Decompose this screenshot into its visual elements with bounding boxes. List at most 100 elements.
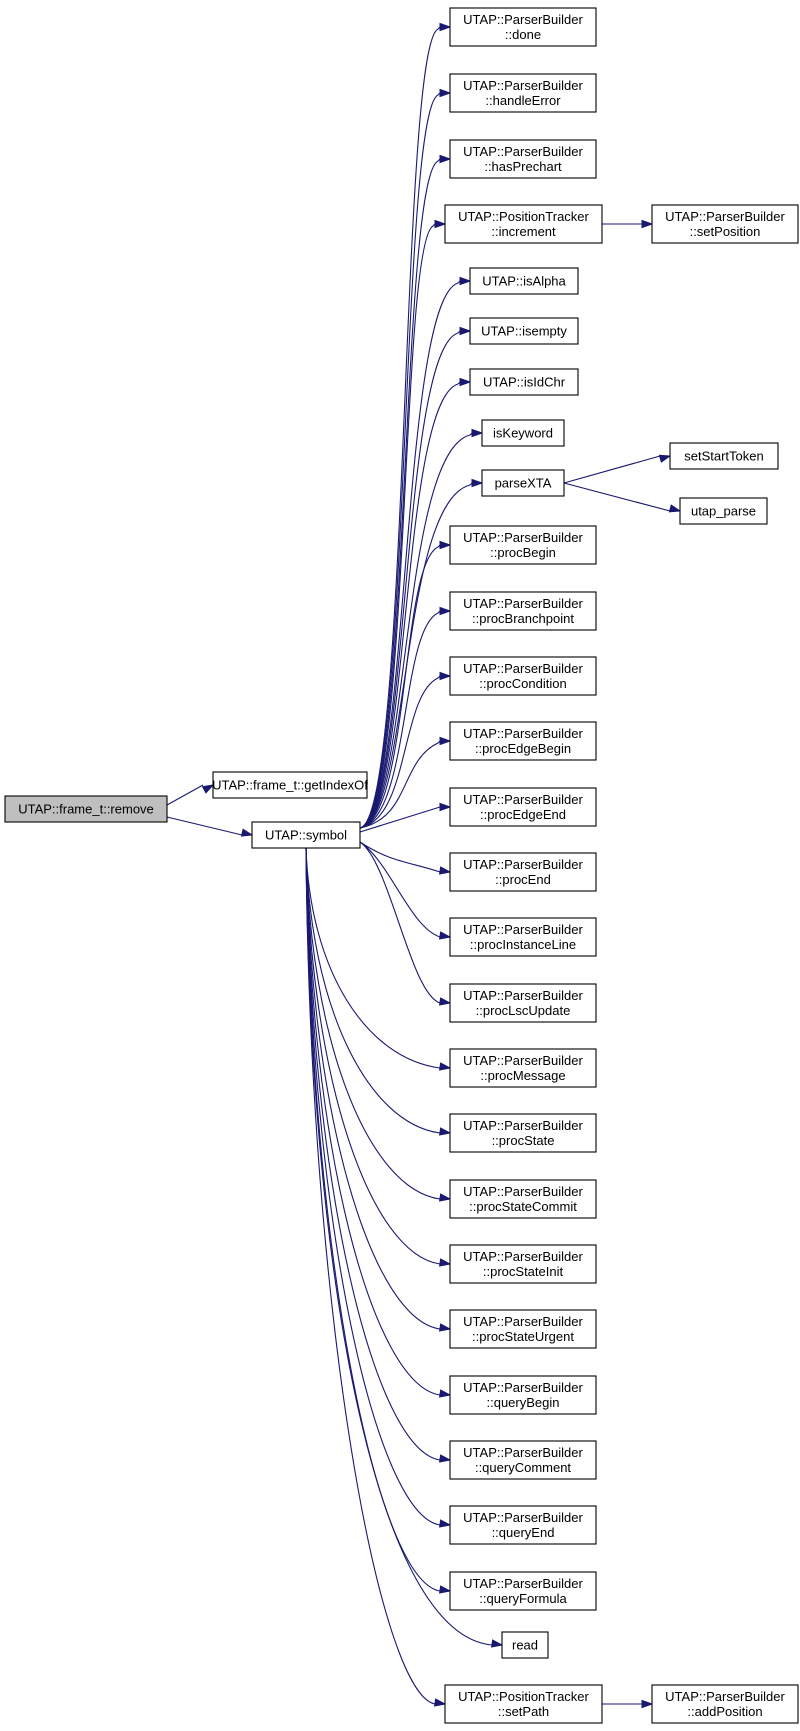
node-queryFormula[interactable]: UTAP::ParserBuilder::queryFormula: [449, 1571, 597, 1611]
node-label: ::queryBegin: [487, 1395, 560, 1410]
node-box-increment: [444, 204, 603, 244]
node-label: UTAP::ParserBuilder: [463, 1380, 583, 1395]
node-label: UTAP::frame_t::getIndexOf: [212, 778, 368, 793]
node-hasPrechart[interactable]: UTAP::ParserBuilder::hasPrechart: [449, 139, 597, 179]
node-handleError[interactable]: UTAP::ParserBuilder::handleError: [449, 73, 597, 113]
node-label: ::procStateUrgent: [472, 1329, 574, 1344]
node-label: ::procInstanceLine: [470, 937, 576, 952]
node-label: UTAP::ParserBuilder: [463, 1053, 583, 1068]
node-box-setPosition: [651, 204, 799, 244]
edge-symbol-procEdgeEnd: [359, 802, 452, 833]
node-box-isempty: [469, 317, 579, 345]
node-label: ::increment: [491, 224, 556, 239]
node-procBranchpoint[interactable]: UTAP::ParserBuilder::procBranchpoint: [449, 591, 597, 631]
node-box-procBegin: [449, 525, 597, 565]
node-label: UTAP::ParserBuilder: [463, 1184, 583, 1199]
node-isempty[interactable]: UTAP::isempty: [469, 317, 579, 345]
node-label: ::procEnd: [495, 872, 551, 887]
node-label: UTAP::ParserBuilder: [463, 1576, 583, 1591]
node-addPosition[interactable]: UTAP::ParserBuilder::addPosition: [651, 1684, 799, 1724]
edge-symbol-procLscUpdate: [359, 841, 452, 1006]
node-read[interactable]: read: [501, 1631, 549, 1659]
node-procLscUpdate[interactable]: UTAP::ParserBuilder::procLscUpdate: [449, 983, 597, 1023]
node-label: UTAP::ParserBuilder: [463, 988, 583, 1003]
edge-parseXTA-setStartToken: [563, 454, 672, 484]
node-label: UTAP::PositionTracker: [458, 1689, 589, 1704]
node-label: ::hasPrechart: [484, 159, 562, 174]
edge-root-symbol: [166, 816, 254, 837]
node-label: UTAP::ParserBuilder: [463, 144, 583, 159]
edge-symbol-procStateCommit: [305, 847, 452, 1202]
node-box-done: [449, 7, 597, 47]
node-label: ::addPosition: [687, 1704, 762, 1719]
node-procMessage[interactable]: UTAP::ParserBuilder::procMessage: [449, 1048, 597, 1088]
node-label: ::procEdgeEnd: [480, 807, 566, 822]
node-setPath[interactable]: UTAP::PositionTracker::setPath: [444, 1684, 603, 1724]
node-label: utap_parse: [691, 504, 756, 519]
edge-symbol-procStateInit: [305, 847, 452, 1267]
node-label: ::done: [505, 27, 541, 42]
node-setStartToken[interactable]: setStartToken: [669, 442, 779, 470]
edge-symbol-procState: [305, 847, 452, 1136]
node-box-procState: [449, 1113, 597, 1153]
node-box-procStateInit: [449, 1244, 597, 1284]
node-box-queryEnd: [449, 1505, 597, 1545]
edge-symbol-isAlpha: [359, 276, 472, 829]
node-label: setStartToken: [684, 449, 764, 464]
node-label: UTAP::ParserBuilder: [463, 1249, 583, 1264]
node-procCondition[interactable]: UTAP::ParserBuilder::procCondition: [449, 656, 597, 696]
edge-symbol-handleError: [359, 88, 452, 829]
node-isIdChr[interactable]: UTAP::isIdChr: [469, 368, 579, 396]
node-procBegin[interactable]: UTAP::ParserBuilder::procBegin: [449, 525, 597, 565]
node-label: UTAP::ParserBuilder: [463, 726, 583, 741]
node-root[interactable]: UTAP::frame_t::remove: [4, 795, 168, 823]
node-procEdgeBegin[interactable]: UTAP::ParserBuilder::procEdgeBegin: [449, 721, 597, 761]
node-procEdgeEnd[interactable]: UTAP::ParserBuilder::procEdgeEnd: [449, 787, 597, 827]
node-label: ::setPath: [498, 1704, 549, 1719]
node-utap_parse[interactable]: utap_parse: [679, 497, 768, 525]
node-getIndexOf[interactable]: UTAP::frame_t::getIndexOf: [212, 771, 368, 799]
node-procEnd[interactable]: UTAP::ParserBuilder::procEnd: [449, 852, 597, 892]
node-layer: UTAP::frame_t::remove UTAP::frame_t::getI…: [4, 7, 799, 1724]
node-label: read: [512, 1638, 538, 1653]
node-label: UTAP::ParserBuilder: [665, 209, 785, 224]
node-label: ::procBegin: [490, 545, 556, 560]
node-procState[interactable]: UTAP::ParserBuilder::procState: [449, 1113, 597, 1153]
node-label: UTAP::ParserBuilder: [463, 661, 583, 676]
node-procInstanceLine[interactable]: UTAP::ParserBuilder::procInstanceLine: [449, 917, 597, 957]
node-box-procStateCommit: [449, 1179, 597, 1219]
node-label: ::procStateInit: [483, 1264, 564, 1279]
node-parseXTA[interactable]: parseXTA: [481, 469, 565, 497]
node-setPosition[interactable]: UTAP::ParserBuilder::setPosition: [651, 204, 799, 244]
edge-increment-setPosition: [602, 219, 654, 229]
node-box-read: [501, 1631, 549, 1659]
node-label: ::procBranchpoint: [472, 611, 574, 626]
node-box-utap_parse: [679, 497, 768, 525]
node-label: ::procCondition: [479, 676, 566, 691]
node-label: UTAP::ParserBuilder: [463, 530, 583, 545]
node-increment[interactable]: UTAP::PositionTracker::increment: [444, 204, 603, 244]
node-queryEnd[interactable]: UTAP::ParserBuilder::queryEnd: [449, 1505, 597, 1545]
node-symbol[interactable]: UTAP::symbol: [251, 821, 361, 849]
node-label: UTAP::PositionTracker: [458, 209, 589, 224]
node-procStateUrgent[interactable]: UTAP::ParserBuilder::procStateUrgent: [449, 1309, 597, 1349]
node-procStateCommit[interactable]: UTAP::ParserBuilder::procStateCommit: [449, 1179, 597, 1219]
node-done[interactable]: UTAP::ParserBuilder::done: [449, 7, 597, 47]
node-label: UTAP::ParserBuilder: [463, 922, 583, 937]
node-label: isKeyword: [493, 426, 553, 441]
node-label: ::setPosition: [690, 224, 761, 239]
node-box-procInstanceLine: [449, 917, 597, 957]
edge-symbol-read: [305, 847, 504, 1648]
node-procStateInit[interactable]: UTAP::ParserBuilder::procStateInit: [449, 1244, 597, 1284]
edge-symbol-queryComment: [305, 847, 452, 1463]
node-box-setPath: [444, 1684, 603, 1724]
node-label: UTAP::isempty: [481, 324, 567, 339]
node-isKeyword[interactable]: isKeyword: [481, 419, 565, 447]
node-queryBegin[interactable]: UTAP::ParserBuilder::queryBegin: [449, 1375, 597, 1415]
node-isAlpha[interactable]: UTAP::isAlpha: [469, 267, 579, 295]
node-queryComment[interactable]: UTAP::ParserBuilder::queryComment: [449, 1440, 597, 1480]
node-label: ::procStateCommit: [469, 1199, 577, 1214]
node-label: ::procEdgeBegin: [475, 741, 571, 756]
node-box-queryFormula: [449, 1571, 597, 1611]
node-box-hasPrechart: [449, 139, 597, 179]
